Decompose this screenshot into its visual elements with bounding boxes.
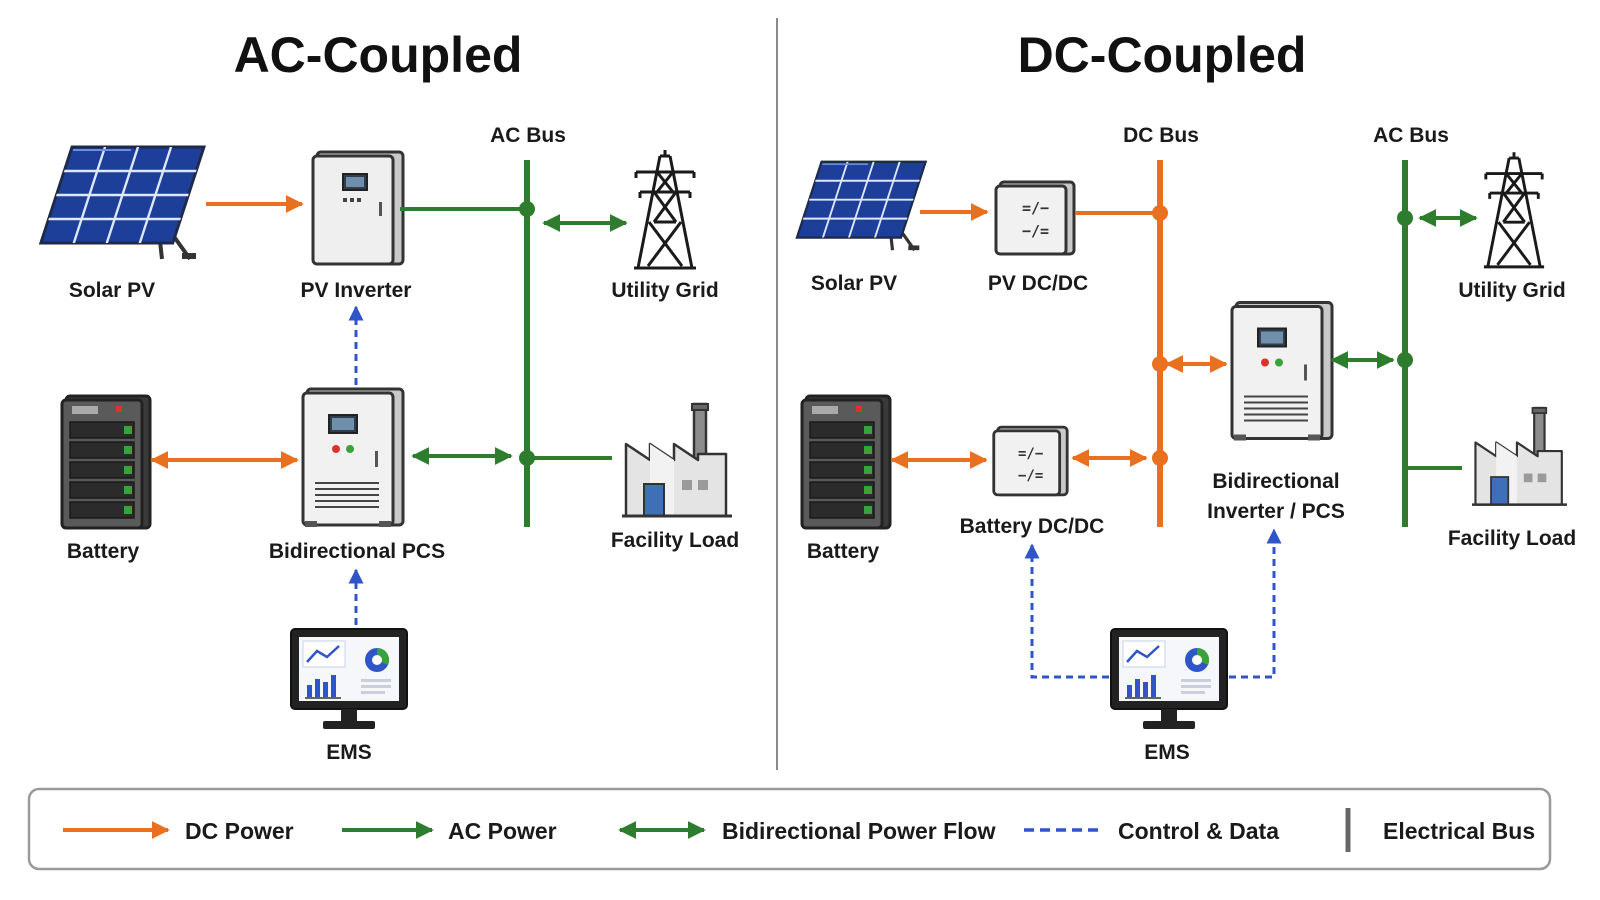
ac-facility-load-label: Facility Load (611, 529, 739, 552)
inverter-pcs-label-line2: Inverter / PCS (1207, 500, 1345, 523)
legend-box (27, 787, 1552, 871)
monitor-icon (1109, 627, 1229, 731)
converter-symbol-bottom: −/= (1022, 222, 1049, 240)
dc-coupled-ac-bus-label: AC Bus (1373, 124, 1449, 147)
converter-symbol-top: =/− (1022, 199, 1049, 217)
ac-battery-label: Battery (67, 540, 140, 563)
converter-symbol-top: =/− (1018, 446, 1043, 462)
ac-pcs-label: Bidirectional PCS (269, 540, 445, 563)
ac-coupled-ac-bus-label: AC Bus (490, 124, 566, 147)
battery-rack-icon (800, 394, 892, 530)
transmission-tower-icon (632, 148, 698, 270)
ac-solar-pv-label: Solar PV (69, 279, 155, 302)
legend-bidirectional: Bidirectional Power Flow (722, 818, 996, 844)
control-data-arrow (1024, 543, 1109, 679)
dc-solar-pv-label: Solar PV (811, 272, 897, 295)
inverter-icon (311, 150, 405, 266)
ac-ems-label: EMS (326, 741, 372, 764)
ac-bus-junction (1397, 352, 1413, 368)
inverter-pcs-label-line1: Bidirectional (1212, 470, 1339, 493)
control-data-arrow (1229, 528, 1282, 679)
battery-rack-icon (60, 394, 152, 530)
legend-control: Control & Data (1118, 818, 1279, 844)
transmission-tower-icon (1482, 150, 1546, 269)
dc-facility-load-label: Facility Load (1448, 527, 1576, 550)
solar-panel-icon (38, 145, 206, 261)
dc-converter-icon (994, 180, 1076, 256)
dc-coupled-title: DC-Coupled (1018, 27, 1307, 83)
pv-dcdc-label: PV DC/DC (988, 272, 1088, 295)
ac-utility-grid-label: Utility Grid (611, 279, 718, 302)
ac-bus-junction (1397, 210, 1413, 226)
solar-panel-icon (795, 160, 928, 252)
dc-bus-junction (1152, 356, 1168, 372)
ac-pv-inverter-label: PV Inverter (301, 279, 412, 302)
ac-coupled-title: AC-Coupled (234, 27, 523, 83)
dc-utility-grid-label: Utility Grid (1458, 279, 1565, 302)
pcs-cabinet-icon (1230, 300, 1334, 443)
factory-icon (1472, 406, 1567, 507)
factory-icon (622, 402, 732, 518)
dc-battery-label: Battery (807, 540, 880, 563)
battery-dcdc-label: Battery DC/DC (960, 515, 1105, 538)
dc-bus-junction (1152, 450, 1168, 466)
legend: DC Power AC Power Bidirectional Power Fl… (27, 787, 1552, 871)
legend-dc-power: DC Power (185, 818, 294, 844)
legend-bus: Electrical Bus (1383, 818, 1535, 844)
monitor-icon (289, 627, 409, 731)
pcs-cabinet-icon (301, 387, 405, 529)
converter-symbol-bottom: −/= (1018, 468, 1043, 484)
dc-ems-label: EMS (1144, 741, 1190, 764)
dc-bus-label: DC Bus (1123, 124, 1199, 147)
legend-ac-power: AC Power (448, 818, 557, 844)
